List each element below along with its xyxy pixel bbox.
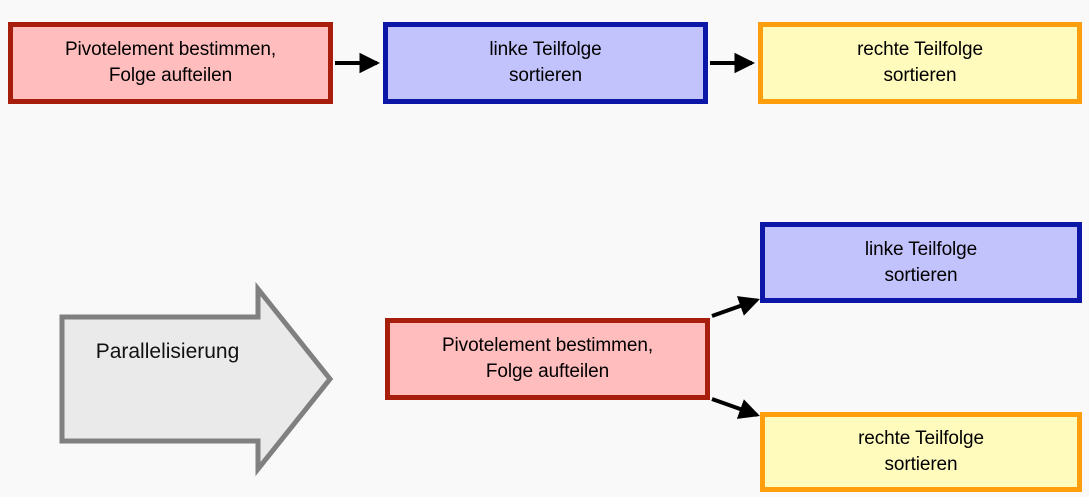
node-par-right[interactable]: rechte Teilfolge sortieren [760,412,1082,492]
block-arrow-right-icon [59,281,334,477]
node-par-left[interactable]: linke Teilfolge sortieren [760,222,1082,303]
connector-par-pivot-to-par-right [711,397,760,419]
node-par-right-label: rechte Teilfolge sortieren [858,428,984,475]
node-seq-pivot[interactable]: Pivotelement bestimmen, Folge aufteilen [8,22,333,104]
node-seq-right[interactable]: rechte Teilfolge sortieren [758,22,1082,104]
node-par-pivot[interactable]: Pivotelement bestimmen, Folge aufteilen [385,318,710,400]
node-seq-pivot-label: Pivotelement bestimmen, Folge aufteilen [64,39,276,86]
block-arrow-label: Parallelisierung [95,340,240,363]
node-par-pivot-label: Pivotelement bestimmen, Folge aufteilen [441,335,653,382]
node-seq-right-label: rechte Teilfolge sortieren [857,39,983,86]
node-seq-left-label: linke Teilfolge sortieren [489,39,602,86]
node-par-left-label: linke Teilfolge sortieren [864,238,978,286]
node-seq-left[interactable]: linke Teilfolge sortieren [383,22,708,104]
connector-par-pivot-to-par-left [711,296,760,318]
